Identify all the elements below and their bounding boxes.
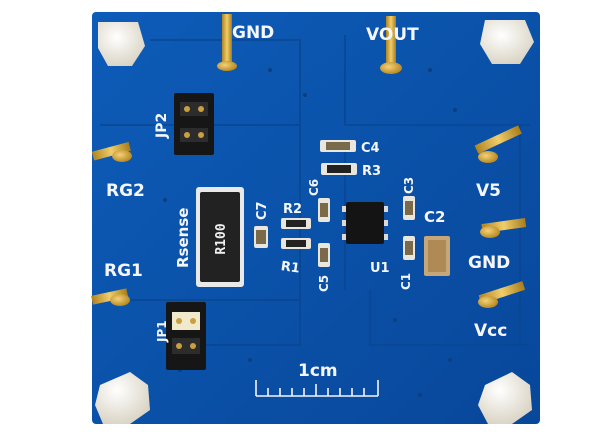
label-u1: U1	[370, 261, 390, 276]
label-rg1: RG1	[104, 261, 143, 281]
pin-rg1	[91, 288, 130, 306]
passive-c6	[318, 198, 330, 222]
passive-r1	[281, 238, 311, 249]
ic-u1	[342, 202, 388, 244]
scale-bar	[255, 380, 379, 397]
label-c3: C3	[402, 177, 416, 194]
label-c5: C5	[317, 275, 331, 292]
label-c1: C1	[399, 273, 413, 290]
passive-c7	[254, 226, 268, 248]
passive-c5	[318, 243, 330, 267]
jumper-jp2	[174, 93, 214, 155]
label-rsense: Rsense	[174, 208, 192, 268]
label-c6: C6	[307, 179, 321, 196]
pin-gnd-right	[480, 218, 527, 238]
label-jp2: JP2	[154, 113, 170, 139]
pin-gnd-top	[217, 14, 237, 71]
label-gnd-right: GND	[468, 253, 510, 273]
passive-c4	[320, 140, 356, 152]
jumper-jp1	[166, 302, 206, 370]
passive-r3	[321, 163, 357, 175]
label-r3: R3	[362, 164, 381, 179]
pin-v5	[474, 125, 522, 163]
label-c7: C7	[255, 201, 270, 220]
standoff-top-left	[98, 22, 145, 66]
label-vcc: Vcc	[474, 321, 507, 341]
label-rg2: RG2	[106, 181, 145, 201]
passive-c3	[403, 196, 415, 220]
passive-r2	[281, 218, 311, 229]
label-jp1: JP1	[155, 320, 169, 343]
label-c4: C4	[361, 141, 380, 156]
standoff-bottom-right	[478, 372, 532, 424]
rsense-resistor: R100	[196, 187, 244, 287]
label-gnd-top: GND	[232, 23, 274, 43]
pin-rg2	[91, 141, 132, 162]
standoff-bottom-left	[95, 372, 150, 424]
label-r1: R1	[280, 259, 301, 277]
scale-label: 1cm	[298, 361, 338, 381]
pin-vcc	[478, 281, 526, 308]
rsense-marking: R100	[214, 223, 229, 254]
label-c2: C2	[424, 208, 445, 226]
label-vout: VOUT	[366, 25, 419, 45]
passive-c1	[403, 236, 415, 260]
label-r2: R2	[283, 202, 302, 217]
label-v5: V5	[476, 181, 501, 201]
capacitor-c2	[424, 236, 450, 276]
standoff-top-right	[480, 20, 534, 64]
pin-vout	[380, 16, 402, 74]
